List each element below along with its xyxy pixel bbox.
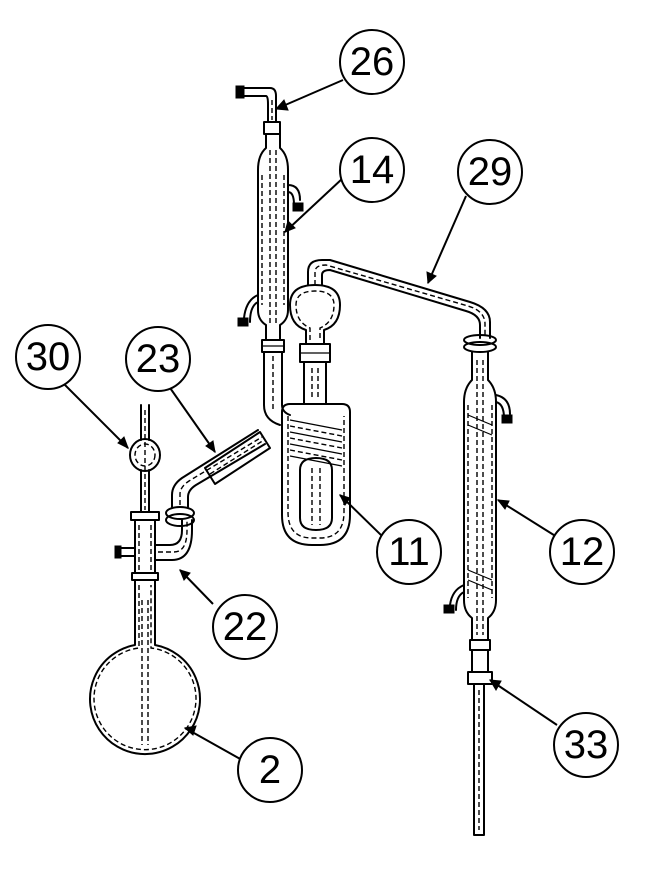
adapter-22: [114, 429, 266, 574]
label-30-text: 30: [26, 335, 71, 379]
label-30: 30: [15, 324, 81, 390]
arrowhead-12: [496, 499, 510, 510]
leader-2: [184, 727, 243, 761]
label-11: 11: [376, 519, 442, 585]
label-2-text: 2: [259, 748, 281, 792]
arrowhead-23: [205, 440, 216, 454]
label-14-text: 14: [350, 148, 395, 192]
arrowhead-22: [179, 569, 191, 581]
label-14: 14: [339, 137, 405, 203]
joint-23: [204, 431, 271, 485]
leader-12: [497, 499, 558, 538]
label-22-text: 22: [223, 605, 268, 649]
arrowhead-14: [284, 220, 296, 233]
arrowhead-30: [117, 436, 129, 450]
label-12-text: 12: [560, 530, 605, 574]
arrowhead-29: [426, 271, 437, 285]
label-23-text: 23: [136, 337, 181, 381]
arrowhead-33: [489, 679, 502, 691]
leader-33: [489, 679, 558, 726]
reflux-condenser-14: [235, 85, 304, 426]
round-bottom-flask: [89, 572, 201, 755]
arrowhead-2: [183, 725, 197, 736]
leader-lines: [59, 79, 558, 761]
inlet-tube-30: [129, 404, 161, 513]
reaction-vessel-11: [281, 343, 351, 546]
label-2: 2: [237, 737, 303, 803]
label-26-text: 26: [350, 40, 395, 84]
leader-23: [167, 384, 216, 453]
label-33: 33: [553, 712, 619, 778]
label-29-text: 29: [468, 150, 513, 194]
label-33-text: 33: [564, 723, 609, 767]
liebig-condenser-12: [443, 334, 513, 836]
label-29: 29: [457, 139, 523, 205]
label-23: 23: [125, 326, 191, 392]
arrowhead-11: [339, 494, 351, 506]
distillation-arm-29: [289, 259, 491, 345]
label-11-text: 11: [388, 530, 430, 574]
leader-26: [275, 79, 344, 110]
leader-29: [427, 195, 467, 284]
leader-30: [59, 379, 129, 449]
arrowhead-26: [274, 99, 289, 111]
label-26: 26: [339, 29, 405, 95]
leader-14: [284, 177, 344, 233]
label-12: 12: [549, 519, 615, 585]
label-22: 22: [212, 594, 278, 660]
